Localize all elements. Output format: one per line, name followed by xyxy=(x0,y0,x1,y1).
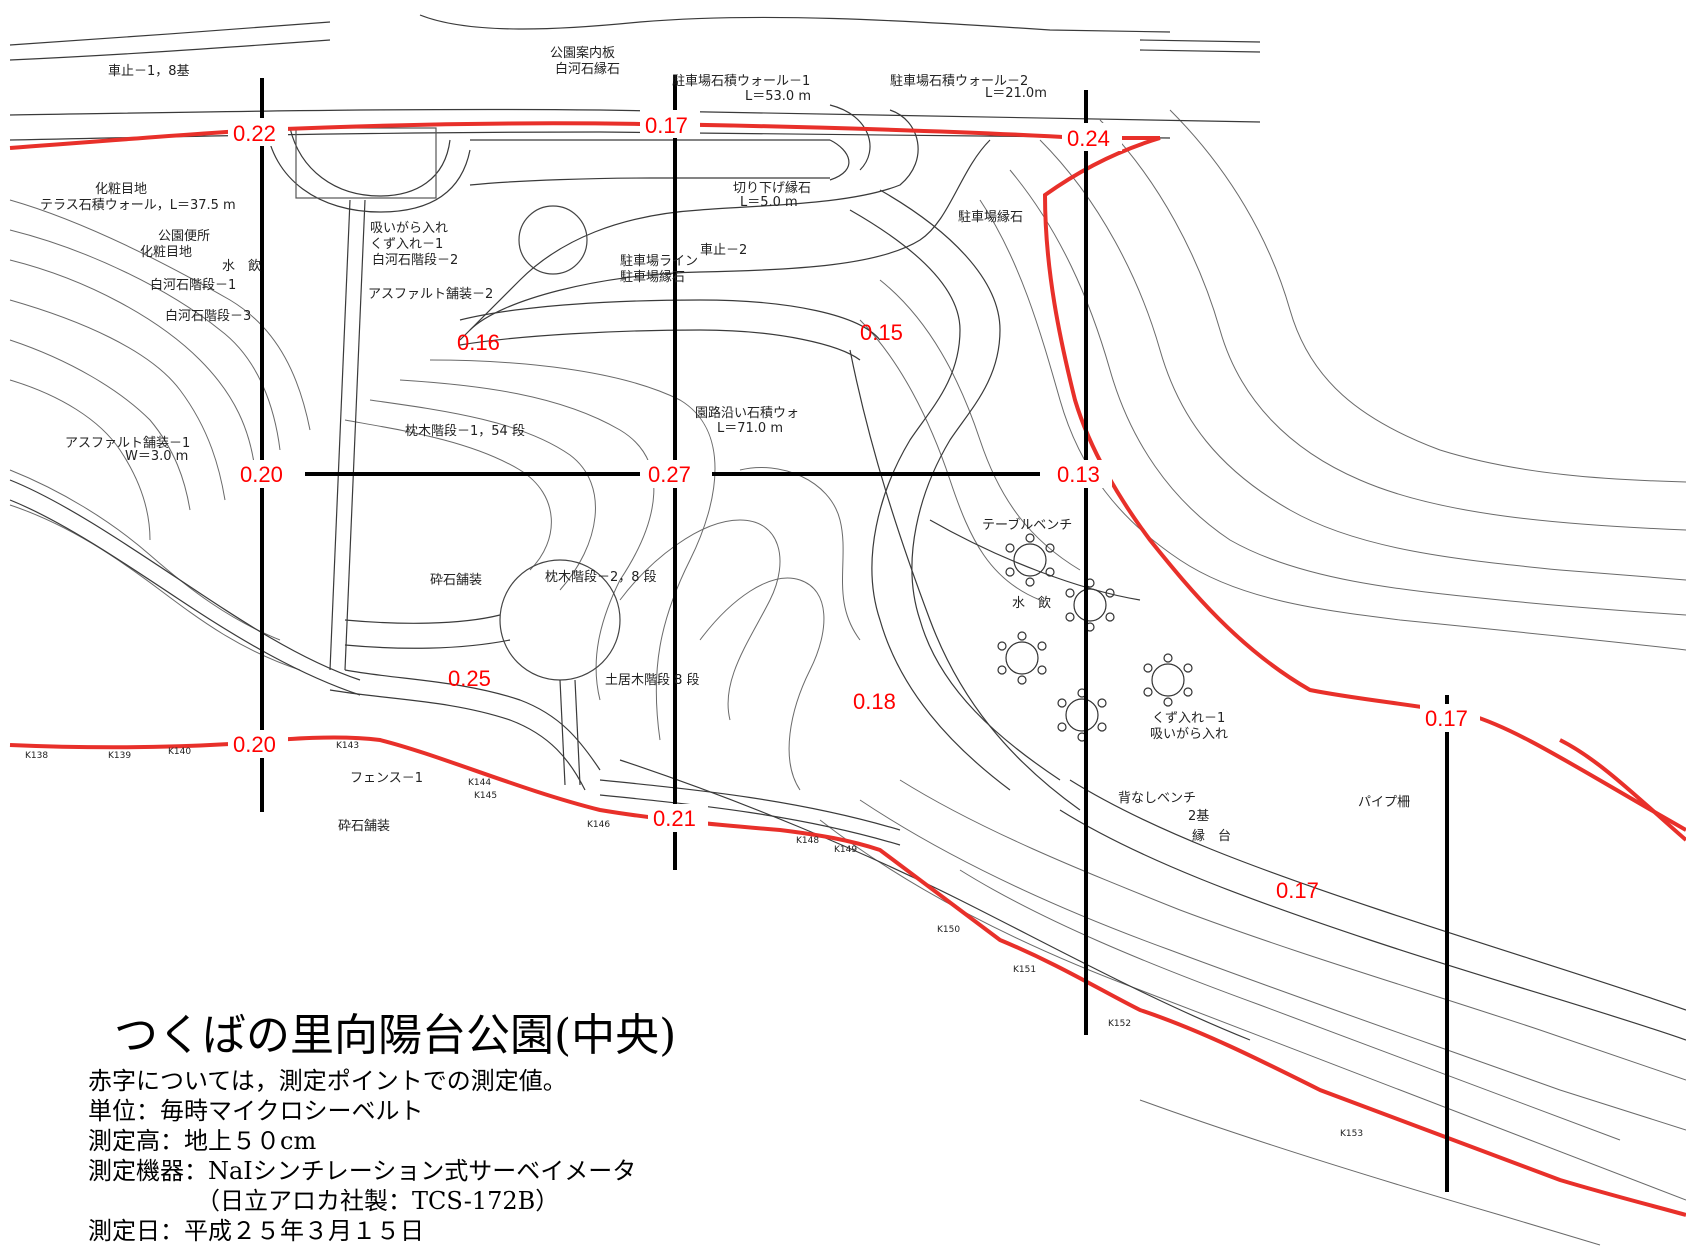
measurement-values: 0.22 0.17 0.24 0.16 0.15 0.20 0.27 0.13 … xyxy=(228,110,1480,903)
plan-label: くず入れ－1 xyxy=(370,237,443,252)
plan-label: アスファルト舗装－2 xyxy=(368,287,493,302)
station-label: K150 xyxy=(937,925,960,935)
station-markers: K138 K139 K140 K143 K144 K145 K146 K148 … xyxy=(25,741,1363,1139)
plan-label: テーブルベンチ xyxy=(982,517,1072,533)
legend-date: 測定日：平成２５年３月１５日 xyxy=(88,1217,424,1245)
station-label: K149 xyxy=(834,845,857,855)
station-label: K153 xyxy=(1340,1129,1363,1139)
measurement-value: 0.25 xyxy=(448,666,491,691)
plan-label: 園路沿い石積ウォ xyxy=(695,405,799,421)
legend-instrument: 測定機器：NaIシンチレーション式サーベイメータ xyxy=(88,1157,637,1185)
plan-label: 駐車場石積ウォール－2 xyxy=(890,74,1028,89)
plan-label: 砕石舗装 xyxy=(430,573,482,588)
measurement-value: 0.17 xyxy=(1276,878,1319,903)
plan-label: 駐車場縁石 xyxy=(620,269,685,285)
plan-label: 白河石階段－2 xyxy=(372,252,458,268)
measurement-value: 0.27 xyxy=(648,462,691,487)
station-label: K151 xyxy=(1013,965,1036,975)
measurement-value: 0.24 xyxy=(1067,126,1110,151)
measurement-value: 0.20 xyxy=(233,732,276,757)
plan-label: 公園案内板 xyxy=(550,45,615,61)
plan-label: 白河石縁石 xyxy=(555,61,620,77)
measurement-value: 0.18 xyxy=(853,689,896,714)
plan-label: 枕木階段－2，8 段 xyxy=(545,570,657,585)
plan-label: 2基 xyxy=(1188,809,1209,824)
plan-label: 駐車場ライン xyxy=(620,254,698,269)
measurement-value: 0.15 xyxy=(860,320,903,345)
station-label: K152 xyxy=(1108,1019,1131,1029)
plan-label: テラス石積ウォール，L＝37.5 m xyxy=(40,198,236,213)
map-title: つくばの里向陽台公園(中央) xyxy=(114,1010,677,1061)
plan-label: L＝71.0 m xyxy=(717,421,783,436)
legend-height: 測定高：地上５０cm xyxy=(88,1127,317,1155)
station-label: K145 xyxy=(474,791,497,801)
plan-label: L＝21.0m xyxy=(985,86,1047,101)
plan-label: フェンス－1 xyxy=(350,771,423,786)
measurement-value: 0.20 xyxy=(240,462,283,487)
station-label: K140 xyxy=(168,747,191,757)
plan-label: くず入れ－1 xyxy=(1152,711,1225,726)
measurement-value: 0.17 xyxy=(1425,706,1468,731)
station-label: K148 xyxy=(796,836,819,846)
plan-label: 吸いがら入れ xyxy=(1150,727,1228,742)
measurement-value: 0.16 xyxy=(457,330,500,355)
plan-label: 化粧目地 xyxy=(140,245,192,260)
table-bench-symbols xyxy=(997,533,1193,742)
station-label: K144 xyxy=(468,778,491,788)
plan-label: 枕木階段－1，54 段 xyxy=(405,424,525,439)
plan-label: 公園便所 xyxy=(158,229,210,244)
plan-label: 駐車場石積ウォール－1 xyxy=(672,74,810,89)
plan-label: 土居木階段 8 段 xyxy=(605,673,700,688)
plan-label: アスファルト舗装－1 xyxy=(65,436,190,451)
plan-label: 白河石階段－1 xyxy=(150,277,236,293)
legend-note: 赤字については，測定ポイントでの測定値。 xyxy=(88,1067,567,1095)
plan-label: 砕石舗装 xyxy=(338,819,390,834)
plan-label: 白河石階段－3 xyxy=(165,308,251,324)
plan-label: L＝5.0 m xyxy=(740,195,798,210)
plan-label: パイプ柵 xyxy=(1358,795,1410,810)
plan-label: 車止－1，8基 xyxy=(108,64,190,79)
legend-block: つくばの里向陽台公園(中央) 赤字については，測定ポイントでの測定値。 単位：毎… xyxy=(88,1010,676,1246)
plan-label: 縁 台 xyxy=(1192,828,1231,844)
station-label: K139 xyxy=(108,751,131,761)
plan-label: 水 飲 xyxy=(222,258,261,274)
legend-unit: 単位：毎時マイクロシーベルト xyxy=(88,1097,424,1125)
plan-label: 車止－2 xyxy=(700,243,747,258)
measurement-value: 0.22 xyxy=(233,121,276,146)
plan-label: L＝53.0 m xyxy=(745,89,811,104)
measurement-value: 0.21 xyxy=(653,806,696,831)
plan-label: 切り下げ縁石 xyxy=(733,180,811,196)
plan-label: W＝3.0 m xyxy=(125,449,188,464)
measurement-value: 0.17 xyxy=(645,113,688,138)
plan-labels: 車止－1，8基 公園案内板 白河石縁石 駐車場石積ウォール－1 L＝53.0 m… xyxy=(40,45,1410,844)
station-label: K138 xyxy=(25,751,48,761)
site-drawing xyxy=(9,14,1686,1041)
measurement-value: 0.13 xyxy=(1057,462,1100,487)
legend-maker: （日立アロカ社製：TCS-172B） xyxy=(88,1187,560,1215)
plan-label: 水 飲 xyxy=(1012,595,1051,611)
station-label: K146 xyxy=(587,820,610,830)
plan-label: 吸いがら入れ xyxy=(370,221,448,236)
plan-label: 駐車場縁石 xyxy=(958,209,1023,225)
station-label: K143 xyxy=(336,741,359,751)
plan-label: 背なしベンチ xyxy=(1118,791,1196,806)
plan-label: 化粧目地 xyxy=(95,182,147,197)
